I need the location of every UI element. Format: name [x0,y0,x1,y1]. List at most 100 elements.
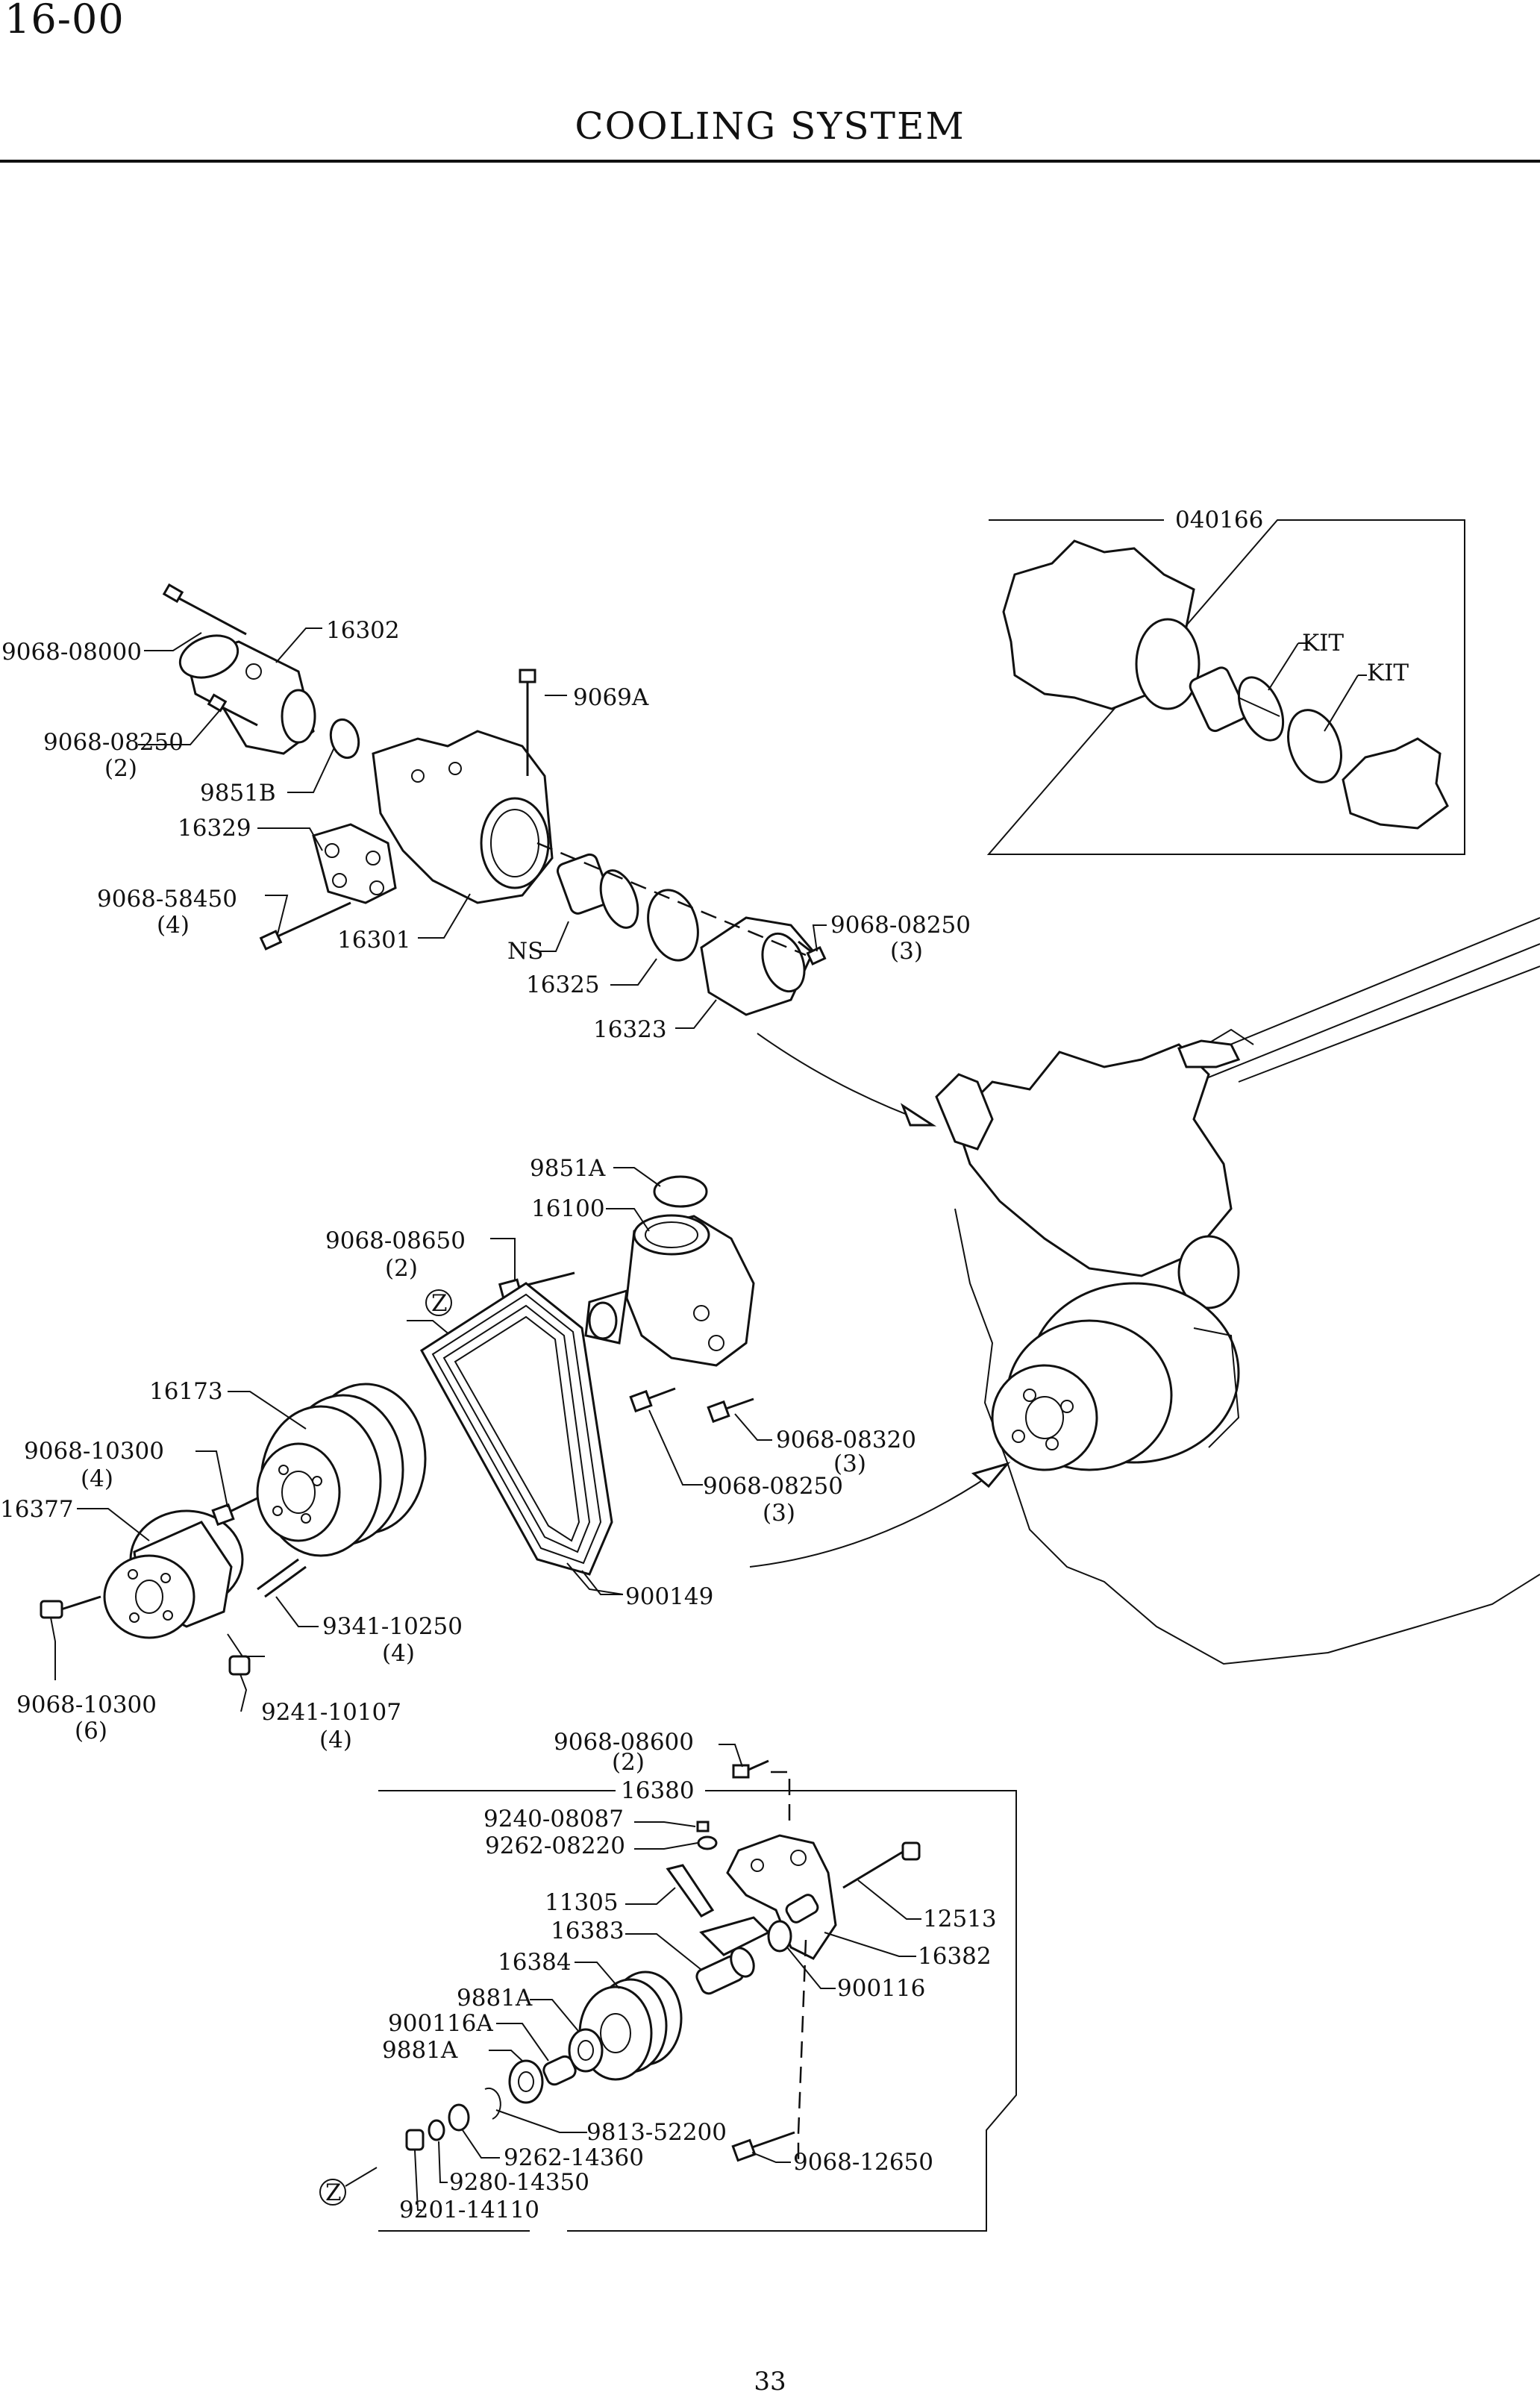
label-16383: 16383 [551,1918,625,1944]
label-9262-08220: 9262-08220 [485,1832,625,1859]
label-9068-58450: 9068-58450 [97,886,237,913]
label-qty-3-a: (3) [890,938,923,965]
title-rule [0,160,1540,163]
bolt-9068-08600 [732,1759,769,1779]
label-9881A-b: 9881A [382,2037,458,2064]
label-900116A: 900116A [388,2010,493,2037]
label-9262-14360: 9262-14360 [504,2144,644,2171]
label-9881A-a: 9881A [457,1985,533,2012]
kit-box: 040166 KIT KIT [986,507,1465,855]
label-9341-10250: 9341-10250 [322,1613,463,1640]
label-qty-4-b: (4) [81,1465,113,1492]
bracket-16380 [726,1834,837,1960]
label-9068-08320: 9068-08320 [776,1427,916,1453]
zone-z-marker [425,1289,452,1316]
label-9068-08250-a: 9068-08250 [43,729,184,756]
label-qty-3-b: (3) [833,1450,866,1477]
gasket-16325 [647,889,699,962]
label-9068-08600: 9068-08600 [554,1729,694,1756]
label-9280-14350: 9280-14350 [449,2169,589,2196]
bolt-9068-08320 [707,1397,754,1424]
nut-9240-08087 [696,1821,710,1832]
label-9813-52200: 9813-52200 [586,2119,727,2146]
label-qty-3-c: (3) [763,1500,795,1527]
page-number: 33 [754,2367,786,2397]
nut-9201-14110 [405,2129,425,2151]
adjusting-link-11305 [666,1864,715,1918]
label-16329: 16329 [178,815,251,842]
thermostat-housing-group: 9068-08000 16302 9069A 9068-08250 (2) 98… [1,583,971,1127]
o-ring-9851B [329,718,360,760]
zone-z-label: Z [431,1290,448,1317]
water-pump-16100 [584,1214,755,1367]
tensioner-box: Z 9068-08600 (2) 16380 9240-08087 9262-0… [319,1729,1017,2232]
label-16323: 16323 [593,1016,667,1043]
label-NS: NS [507,938,543,965]
kit-cover-outline [1342,737,1449,830]
label-16377: 16377 [0,1496,74,1523]
label-9068-12650: 9068-12650 [793,2149,933,2176]
washer-9280-14350 [428,2119,445,2141]
label-qty-4-d: (4) [319,1727,352,1753]
label-16382: 16382 [918,1943,992,1970]
kit-thermostat [1189,666,1285,742]
page-header: 16-00 COOLING SYSTEM [0,0,1540,172]
washer-9262-14360 [448,2103,470,2132]
label-16302: 16302 [326,617,400,644]
label-9851B: 9851B [200,780,276,807]
thermostat-housing-16301 [372,730,554,904]
stud-9341-10250 [257,1558,307,1598]
thermostat-assembly-centerline [536,842,807,957]
label-16380: 16380 [621,1777,695,1804]
label-qty-4-c: (4) [382,1640,415,1667]
label-9241-10107: 9241-10107 [261,1699,401,1726]
water-pump-group: Z [0,1155,1011,1753]
label-900149: 900149 [625,1583,713,1610]
label-9240-08087: 9240-08087 [483,1806,624,1832]
bolt-9068-12650 [731,2131,795,2162]
thermostat-NS [556,853,639,929]
bolt-9068-08250-c [629,1387,676,1413]
washer-9262-08220 [697,1835,718,1850]
bolt-9068-08250-a [207,693,258,727]
outlet-elbow-16302 [178,634,316,755]
kit-code: 040166 [1175,507,1263,533]
label-9068-08250-c: 9068-08250 [703,1473,843,1500]
label-16325: 16325 [526,971,600,998]
label-9068-10300-b: 9068-10300 [16,1691,157,1718]
section-code: 16-00 [4,0,125,43]
label-qty-2-b: (2) [385,1255,418,1282]
bolt-9068-58450 [259,901,351,951]
tensioner-plate [699,1916,771,1956]
label-qty-2-c: (2) [612,1749,645,1776]
label-16173: 16173 [149,1378,223,1405]
label-qty-2-a: (2) [104,755,137,782]
label-9851A: 9851A [530,1155,606,1182]
nut-9241-10107 [228,1655,251,1676]
bolt-12513 [842,1841,921,1889]
label-9201-14110: 9201-14110 [399,2197,539,2223]
zone-z-label-b: Z [325,2179,342,2206]
bolt-9068-08000 [162,583,247,636]
bolt-9068-10300-b [40,1595,101,1619]
bolt-9069A [519,669,536,776]
label-9068-08000: 9068-08000 [1,639,142,666]
label-9068-08250-b: 9068-08250 [830,912,971,939]
snap-ring-9813-52200 [484,2087,501,2120]
bolt-9068-08250-b [798,940,827,966]
v-belt-900149 [420,1282,613,1576]
bearing-9881A-a [568,2028,604,2073]
water-outlet-16323 [700,916,815,1016]
bearing-9881A-b [508,2059,544,2104]
label-9068-08650: 9068-08650 [325,1227,466,1254]
label-qty-4-a: (4) [157,912,190,939]
pulley-16173 [256,1383,427,1557]
arrow-to-engine-lower [749,1465,1004,1568]
o-ring-9851A [653,1175,708,1208]
engine-illustration [935,917,1540,1665]
label-900116: 900116 [837,1975,925,2002]
label-9069A: 9069A [573,684,649,711]
label-12513: 12513 [923,1906,997,1932]
clamp-16329 [312,823,397,904]
kit-housing-bore [1135,618,1201,710]
